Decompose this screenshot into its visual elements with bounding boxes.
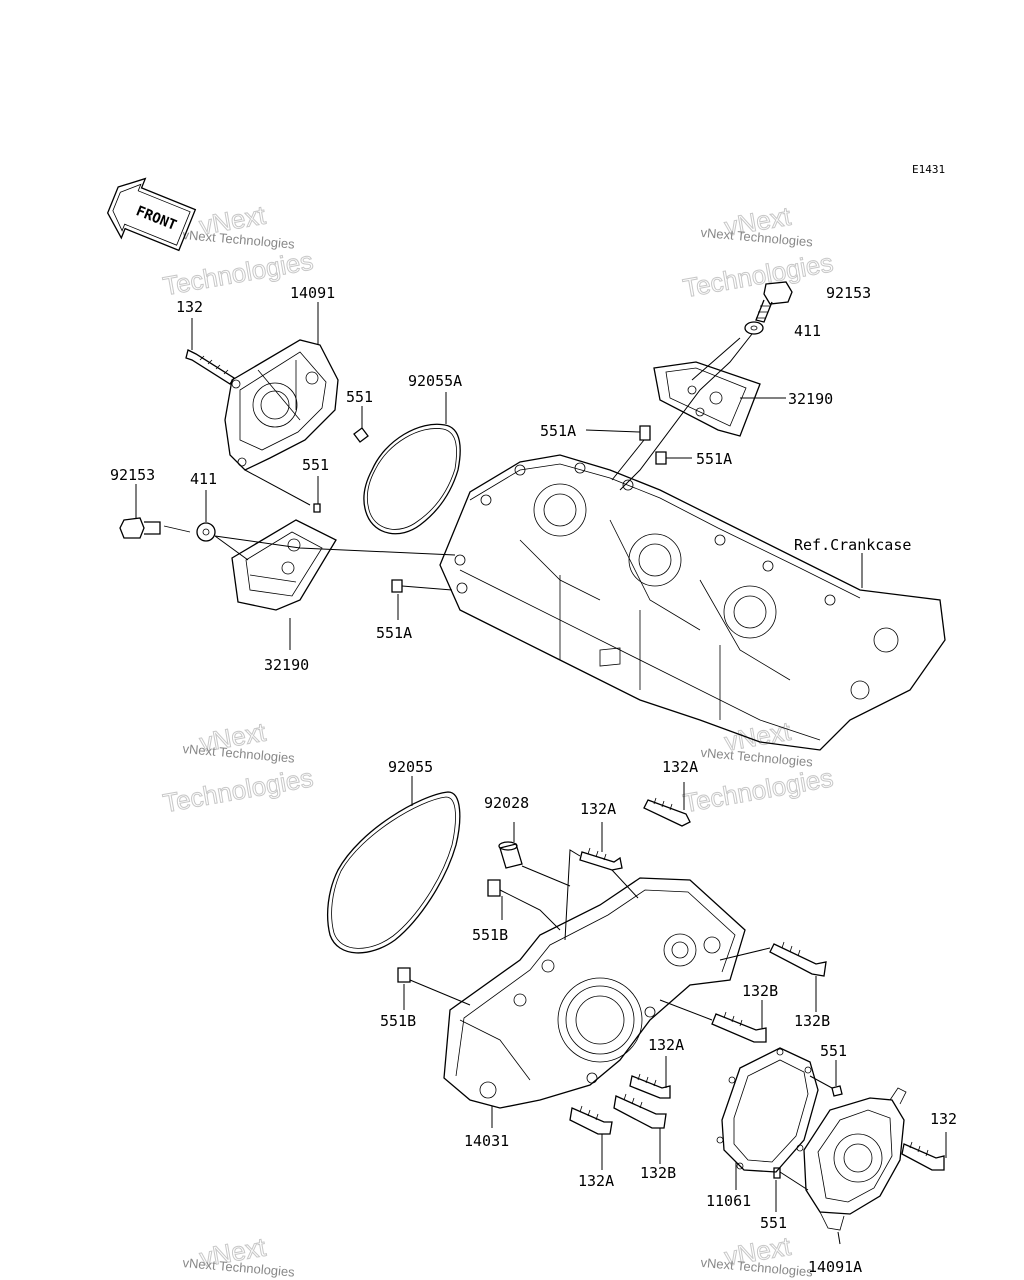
label-411-left: 411 [190, 470, 217, 488]
label-551A-left: 551A [376, 624, 412, 642]
washer-411-right [744, 321, 764, 335]
pin-551A-mid1 [639, 425, 651, 441]
label-551B-2: 551B [380, 1012, 416, 1030]
crankcase-ref [439, 454, 946, 751]
label-32190-left: 32190 [264, 656, 309, 674]
bracket-32190-left [231, 519, 337, 611]
collar-92028 [498, 841, 523, 869]
svg-text:FRONT: FRONT [134, 203, 179, 234]
pin-551A-left [391, 579, 403, 593]
label-132A-4: 132A [578, 1172, 614, 1190]
label-132B-3: 132B [640, 1164, 676, 1182]
label-92055A: 92055A [408, 372, 462, 390]
watermark-bottom-right: vNext vNext Technologies [700, 1230, 814, 1279]
bolt-132B-3 [613, 1093, 667, 1129]
pin-551-b [313, 503, 321, 513]
bolt-132A-3 [629, 1073, 671, 1099]
label-132-top: 132 [176, 298, 203, 316]
svg-text:Technologies: Technologies [681, 762, 836, 818]
pin-551A-mid2 [655, 451, 667, 465]
label-411-right: 411 [794, 322, 821, 340]
bolt-132A-1 [643, 797, 691, 827]
watermark-mid-right: vNext Technologies vNext Technologies [680, 715, 836, 819]
label-14031: 14031 [464, 1132, 509, 1150]
watermark-top-right: vNext Technologies vNext Technologies [680, 200, 836, 304]
pin-551B-1 [487, 879, 501, 897]
label-14091: 14091 [290, 284, 335, 302]
pin-551-d [773, 1167, 781, 1179]
diagram-code: E1431 [912, 163, 945, 176]
bolt-132B-2 [711, 1011, 767, 1043]
label-551-c: 551 [820, 1042, 847, 1060]
pin-551-c [831, 1085, 843, 1097]
label-32190-right: 32190 [788, 390, 833, 408]
label-132A-2: 132A [580, 800, 616, 818]
bolt-132A-4 [569, 1105, 613, 1135]
watermark-bottom-left: vNext vNext Technologies [182, 1231, 296, 1280]
front-arrow-icon: FRONT [106, 177, 197, 252]
label-551-d: 551 [760, 1214, 787, 1232]
oring-92055A [363, 423, 461, 535]
bolt-132-right [901, 1141, 945, 1171]
label-551A-mid1: 551A [540, 422, 576, 440]
gasket-11061 [716, 1047, 819, 1173]
washer-411-left [196, 522, 216, 542]
label-551B-1: 551B [472, 926, 508, 944]
pin-551B-2 [397, 967, 411, 983]
label-551-b: 551 [302, 456, 329, 474]
label-92055: 92055 [388, 758, 433, 776]
label-92028: 92028 [484, 794, 529, 812]
label-132B-1: 132B [742, 982, 778, 1000]
bolt-132B-1 [769, 941, 827, 977]
cover-14031 [443, 877, 746, 1109]
bolt-132-top [185, 349, 235, 385]
svg-text:Technologies: Technologies [161, 762, 316, 818]
label-132A-1: 132A [662, 758, 698, 776]
cover-14091 [224, 339, 339, 471]
label-132-right: 132 [930, 1110, 957, 1128]
bracket-32190-right [653, 361, 761, 437]
label-92153-right: 92153 [826, 284, 871, 302]
label-11061: 11061 [706, 1192, 751, 1210]
label-551A-mid2: 551A [696, 450, 732, 468]
cover-14091A [803, 1087, 907, 1231]
label-ref-crankcase: Ref.Crankcase [794, 536, 911, 554]
bolt-92153-left [119, 517, 191, 539]
bolt-92153-right [755, 281, 793, 323]
svg-text:Technologies: Technologies [681, 247, 836, 303]
pin-551-a [353, 427, 369, 443]
label-132B-2: 132B [794, 1012, 830, 1030]
watermark-mid-left: vNext Technologies vNext Technologies [160, 716, 316, 819]
label-551-a: 551 [346, 388, 373, 406]
label-132A-3: 132A [648, 1036, 684, 1054]
label-14091A: 14091A [808, 1258, 862, 1276]
label-92153-left: 92153 [110, 466, 155, 484]
oring-92055 [326, 791, 461, 954]
bolt-132A-2 [579, 847, 623, 871]
